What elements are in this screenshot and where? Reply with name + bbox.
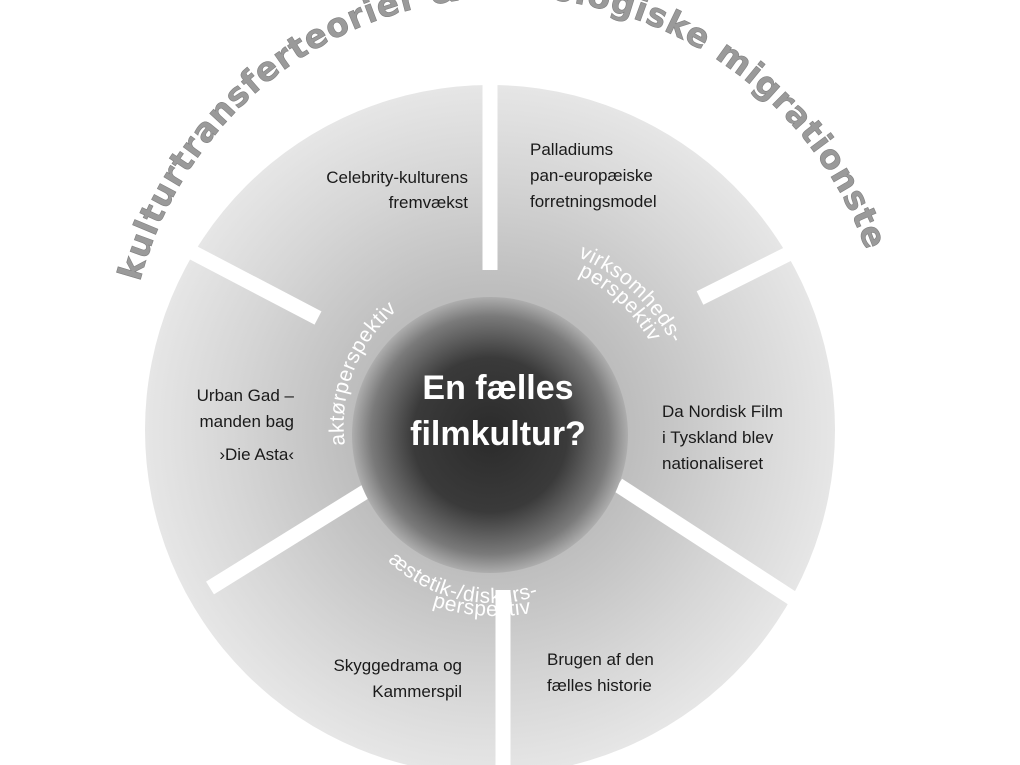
segment-urban-line2: manden bag	[199, 412, 294, 431]
center-title-line2: filmkultur?	[410, 415, 586, 453]
segment-celebrity-line2: fremvækst	[389, 193, 469, 212]
center-title-line1: En fælles	[422, 369, 573, 407]
segment-skygge-line2: Kammerspil	[372, 682, 462, 701]
segment-brugen-line2: fælles historie	[547, 676, 652, 695]
segment-urban-line3: ›Die Asta‹	[219, 445, 294, 464]
segment-palladium: Palladiums pan-europæiske forretningsmod…	[530, 140, 657, 211]
segment-nordisk: Da Nordisk Film i Tyskland blev national…	[662, 402, 783, 473]
segment-skygge: Skyggedrama og Kammerspil	[333, 656, 462, 701]
segment-palladium-line2: pan-europæiske	[530, 166, 653, 185]
segment-celebrity: Celebrity-kulturens fremvækst	[326, 168, 468, 212]
center-circle	[352, 297, 628, 573]
segment-urban-line1: Urban Gad –	[197, 386, 295, 405]
segment-brugen: Brugen af den fælles historie	[547, 650, 654, 695]
separator-lower-right	[613, 478, 800, 607]
segment-urban: Urban Gad – manden bag ›Die Asta‹	[197, 386, 295, 464]
segment-skygge-line1: Skyggedrama og	[333, 656, 462, 675]
segment-nordisk-line3: nationaliseret	[662, 454, 763, 473]
segment-nordisk-line1: Da Nordisk Film	[662, 402, 783, 421]
segment-celebrity-line1: Celebrity-kulturens	[326, 168, 468, 187]
separator-upper-right	[696, 226, 834, 305]
segment-nordisk-line2: i Tyskland blev	[662, 428, 774, 447]
separator-lower-left	[206, 483, 372, 595]
segment-palladium-line1: Palladiums	[530, 140, 613, 159]
segment-brugen-line1: Brugen af den	[547, 650, 654, 669]
segment-separators	[184, 85, 834, 765]
segment-palladium-line3: forretningsmodel	[530, 192, 657, 211]
separator-upper-left	[184, 243, 322, 325]
